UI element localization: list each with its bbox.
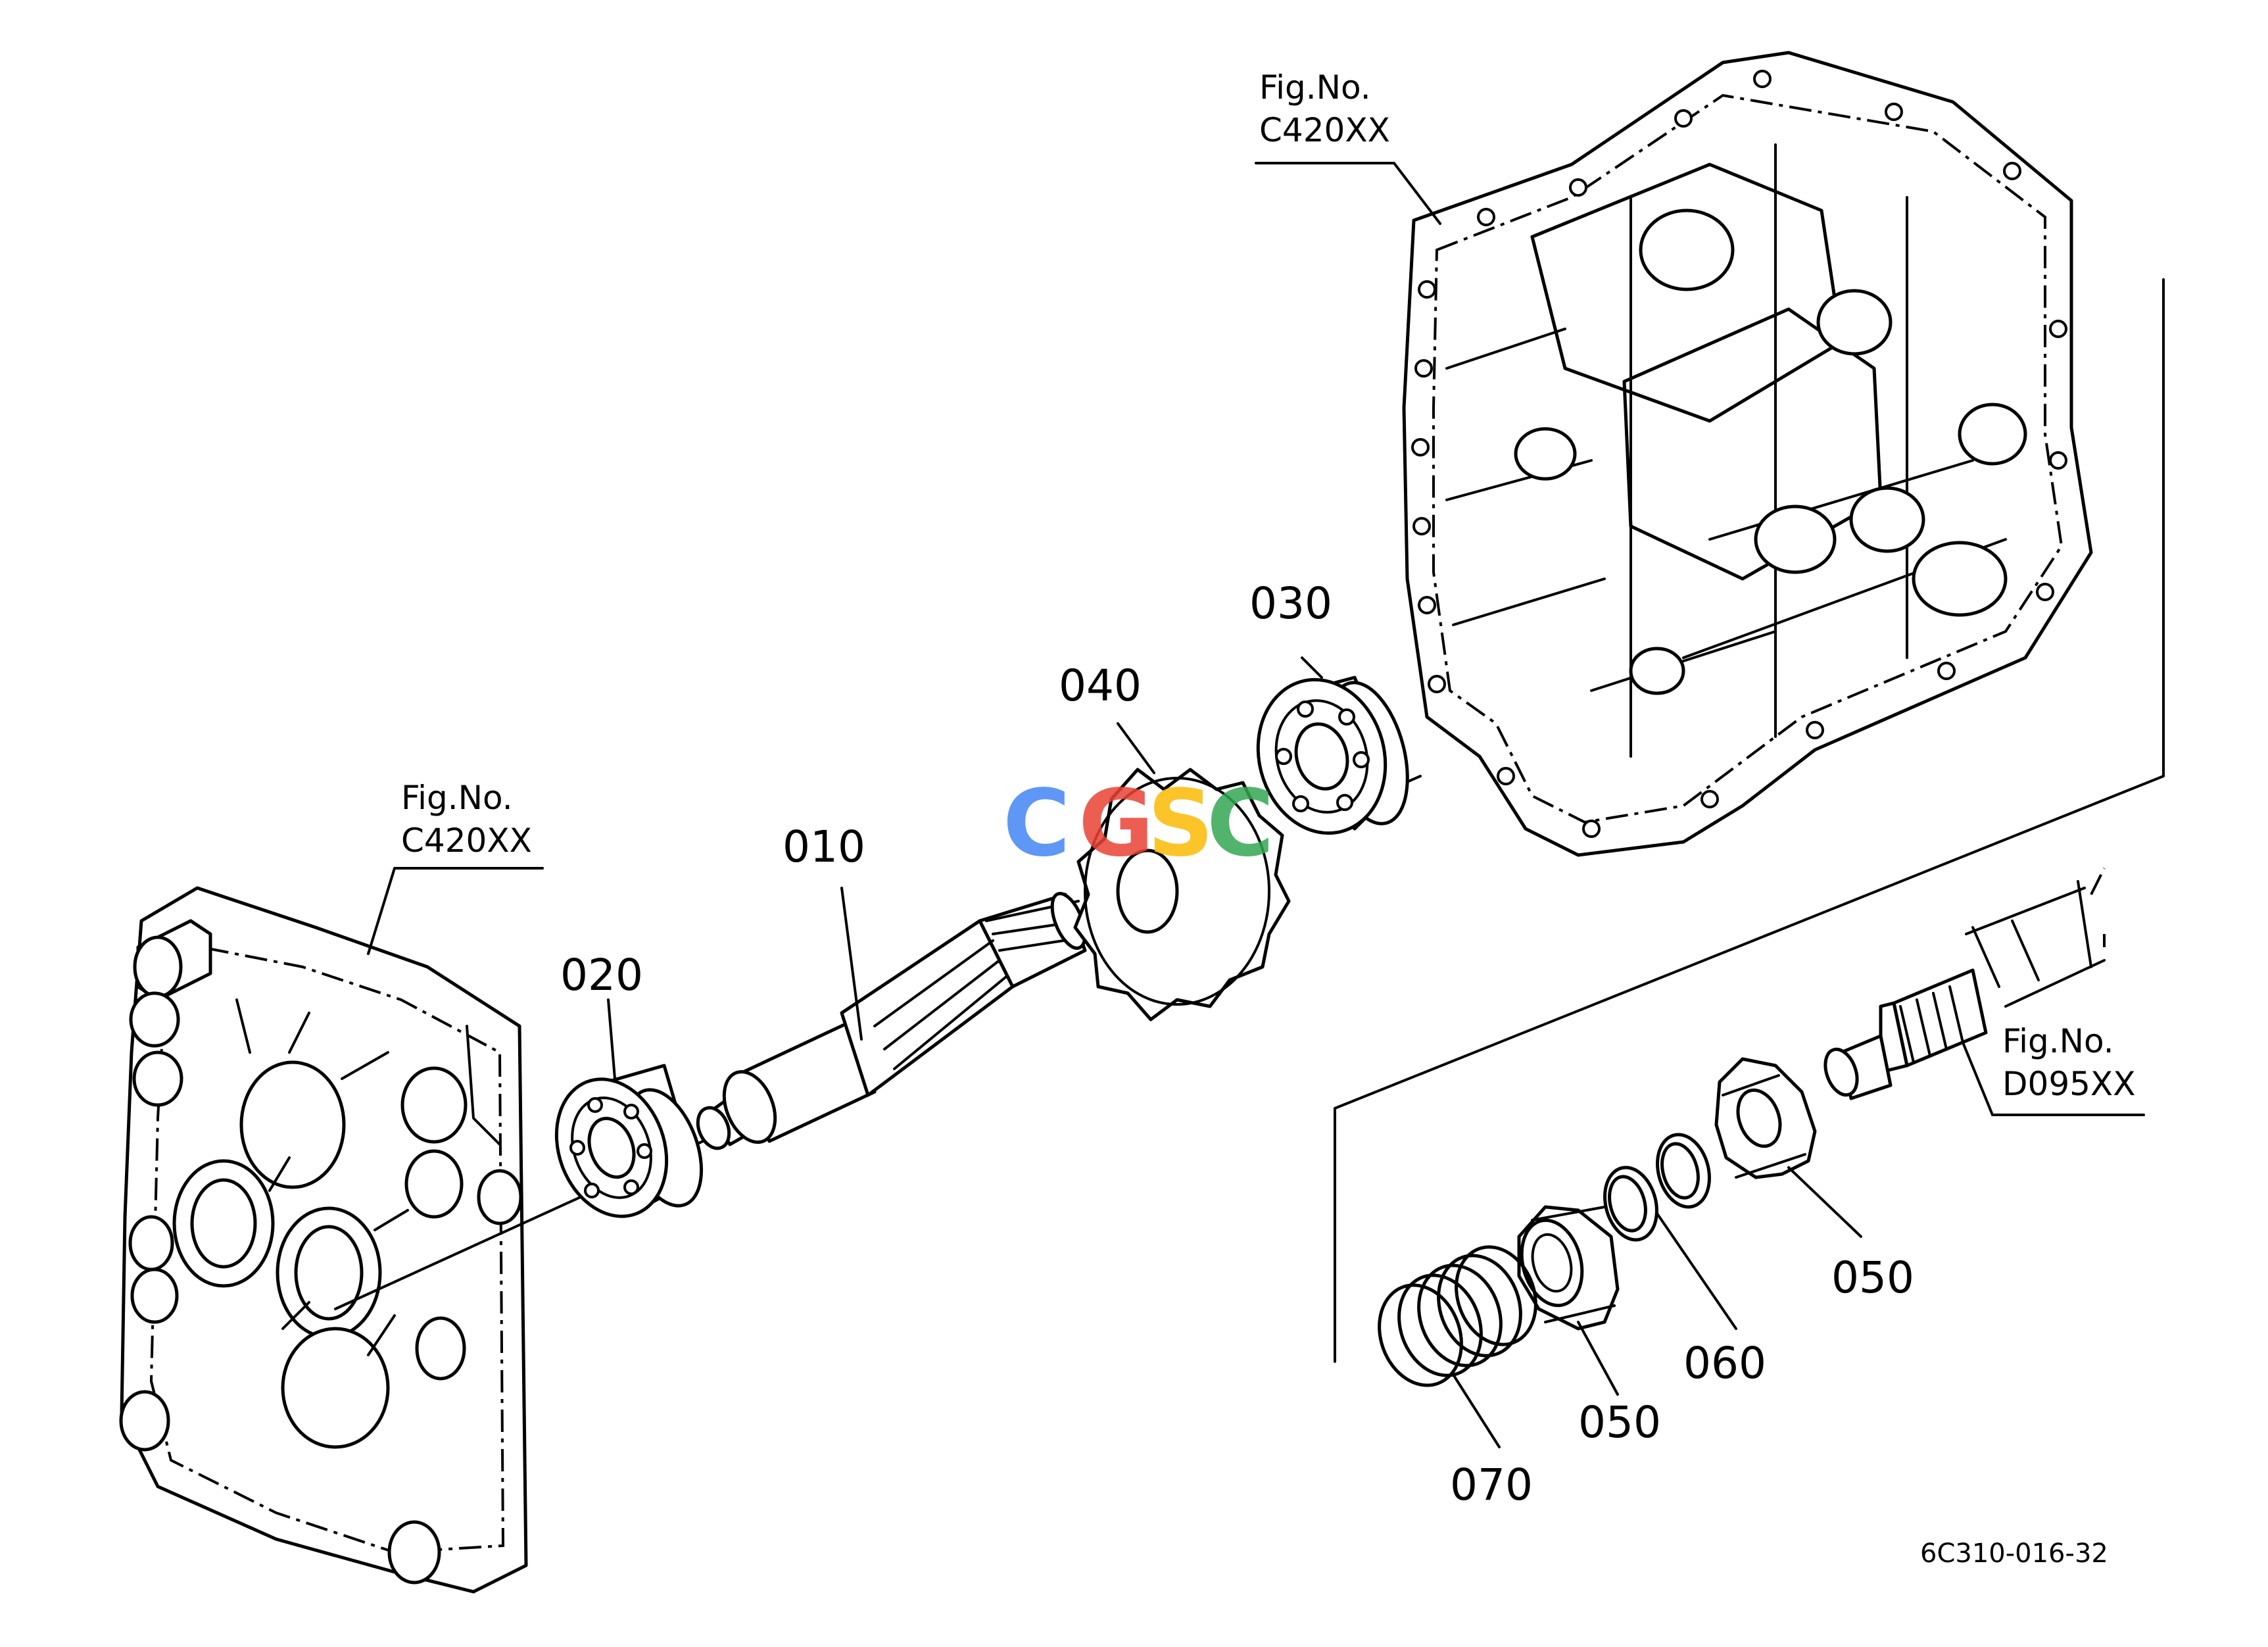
fig-ref-case-top: Fig.No. C420XX (1259, 68, 1390, 149)
watermark-letter: C (1003, 770, 1071, 877)
fig-ref-cover-left: Fig.No. C420XX (401, 779, 532, 860)
fig-ref-label: Fig.No. (401, 779, 513, 817)
part-callout-040: 040 (1059, 660, 1142, 711)
diagram-code: 6C310-016-32 (1920, 1538, 2108, 1569)
transmission-case (1402, 51, 2093, 857)
detail-inset-frame (1334, 278, 2165, 1363)
shifter-050-center (1517, 1205, 1620, 1331)
part-callout-050-right: 050 (1831, 1252, 1914, 1303)
watermark-logo: C G S C (1003, 770, 1274, 877)
part-callout-070: 070 (1450, 1460, 1533, 1510)
watermark-letter: G (1078, 770, 1154, 877)
gear-040 (1073, 768, 1291, 1021)
fig-ref-code: C420XX (401, 822, 532, 860)
front-cover-housing (119, 886, 528, 1594)
shifter-050-right (1714, 1057, 1817, 1179)
fig-ref-label: Fig.No. (2002, 1022, 2114, 1060)
part-callout-020: 020 (560, 950, 643, 1000)
ball-bearing-030 (1256, 676, 1409, 835)
ball-bearing-020 (554, 1064, 704, 1218)
coil-spring-070 (1378, 1245, 1537, 1387)
fig-ref-label: Fig.No. (1259, 68, 1371, 107)
watermark-letter: C (1207, 770, 1274, 877)
shaft-010 (696, 892, 1087, 1150)
watermark-letter: S (1147, 770, 1214, 877)
fig-ref-driveshaft: Fig.No. D095XX (2002, 1022, 2135, 1103)
circlip-060 (1603, 1133, 1711, 1242)
fig-ref-code: C420XX (1259, 111, 1390, 149)
part-callout-010: 010 (783, 822, 865, 872)
part-callout-060: 060 (1683, 1338, 1766, 1389)
fig-ref-code: D095XX (2002, 1065, 2135, 1103)
part-callout-050-center: 050 (1578, 1397, 1661, 1448)
leader-lines (367, 162, 2145, 1448)
part-callout-030: 030 (1249, 578, 1332, 629)
